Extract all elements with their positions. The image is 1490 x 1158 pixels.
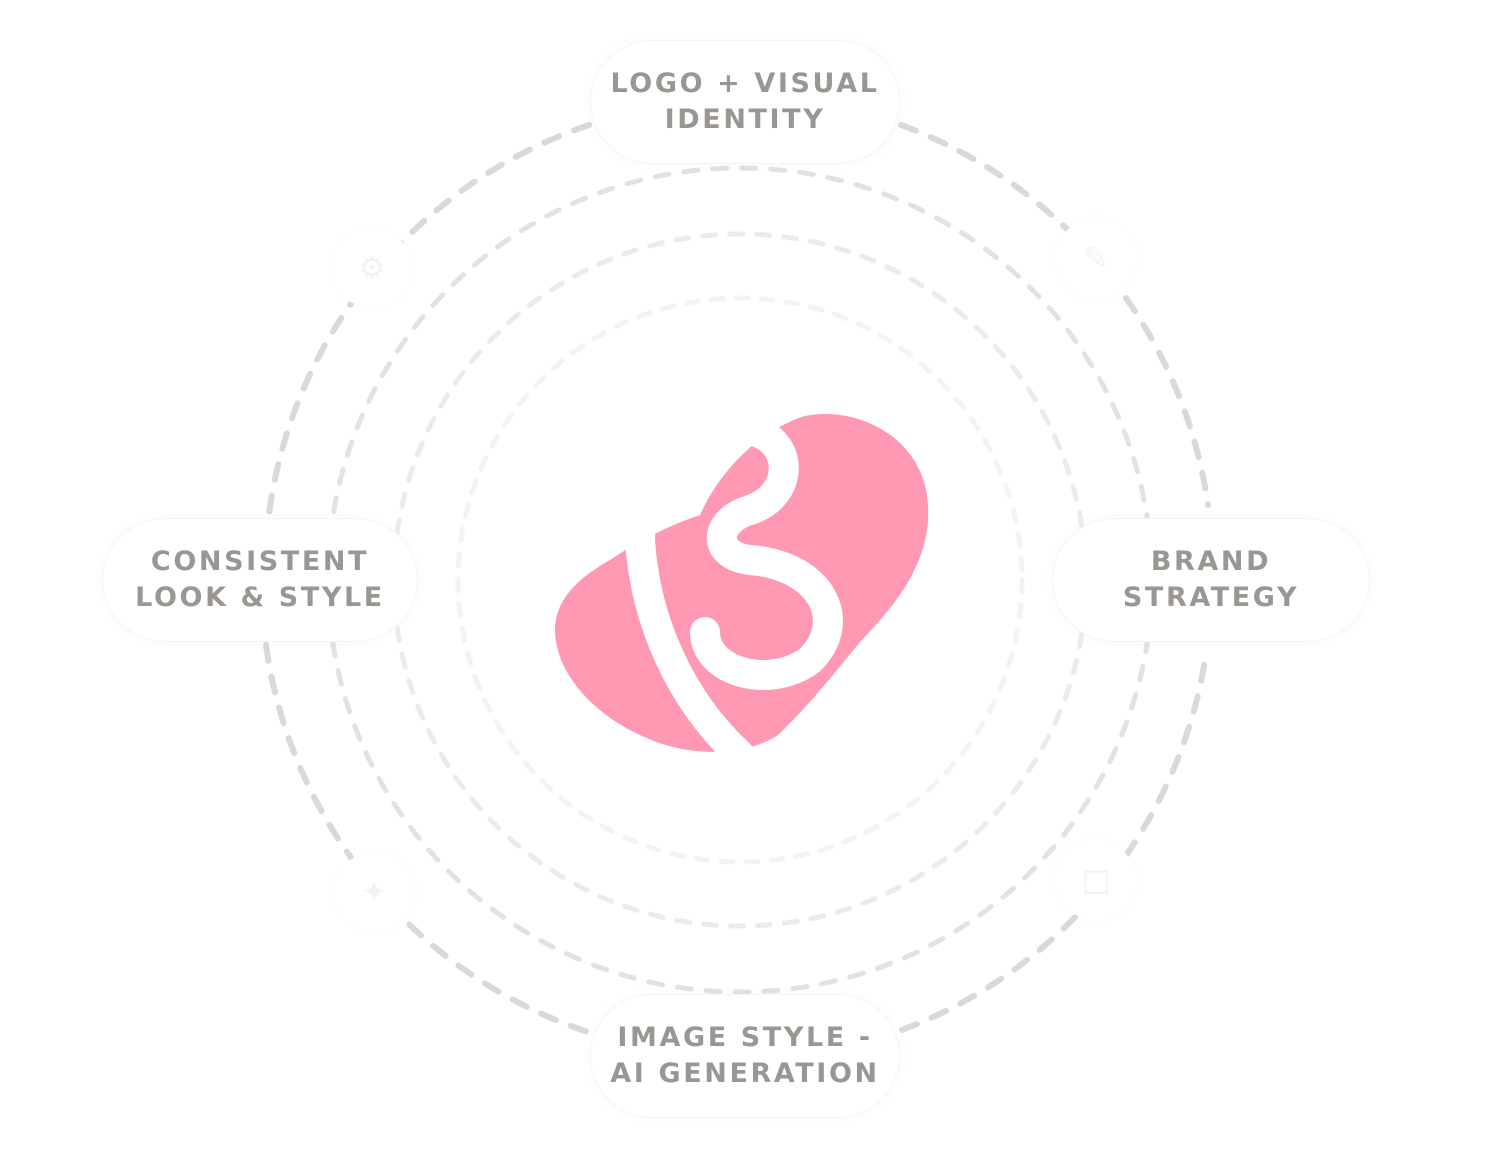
pill-label-line-1: LOGO + VISUAL <box>610 68 880 99</box>
outer-orbit-arc-bottom-right <box>899 657 1208 1033</box>
pill-label-line-2: IDENTITY <box>664 104 826 135</box>
outer-orbit-arc-top-left <box>265 122 592 525</box>
brand-strategy-pill: BRAND STRATEGY <box>1052 518 1370 642</box>
sparkle-icon: ✦ <box>334 852 414 932</box>
outer-orbit-arc-bottom-left <box>263 642 591 1035</box>
pill-label-line-1: CONSISTENT <box>150 546 370 577</box>
pill-label-line-1: IMAGE STYLE - <box>617 1022 873 1053</box>
logo-visual-identity-pill: LOGO + VISUAL IDENTITY <box>590 40 900 164</box>
pill-label-line-2: STRATEGY <box>1122 582 1300 613</box>
brand-logo <box>555 413 929 770</box>
orbit-4 <box>455 295 1025 865</box>
brand-logo-letter <box>625 413 843 770</box>
image-style-ai-generation-pill: IMAGE STYLE - AI GENERATION <box>590 994 900 1118</box>
pill-label-line-2: LOOK & STYLE <box>135 582 385 613</box>
gear-icon: ⚙ <box>332 228 412 308</box>
brand-logo-blob <box>555 413 929 752</box>
pill-label-line-1: BRAND <box>1150 546 1272 577</box>
pill-label-line-2: AI GENERATION <box>610 1058 880 1089</box>
consistent-look-style-pill: CONSISTENT LOOK & STYLE <box>102 518 418 642</box>
pencil-icon: ✎ <box>1056 218 1136 298</box>
image-icon: □ <box>1056 840 1136 920</box>
